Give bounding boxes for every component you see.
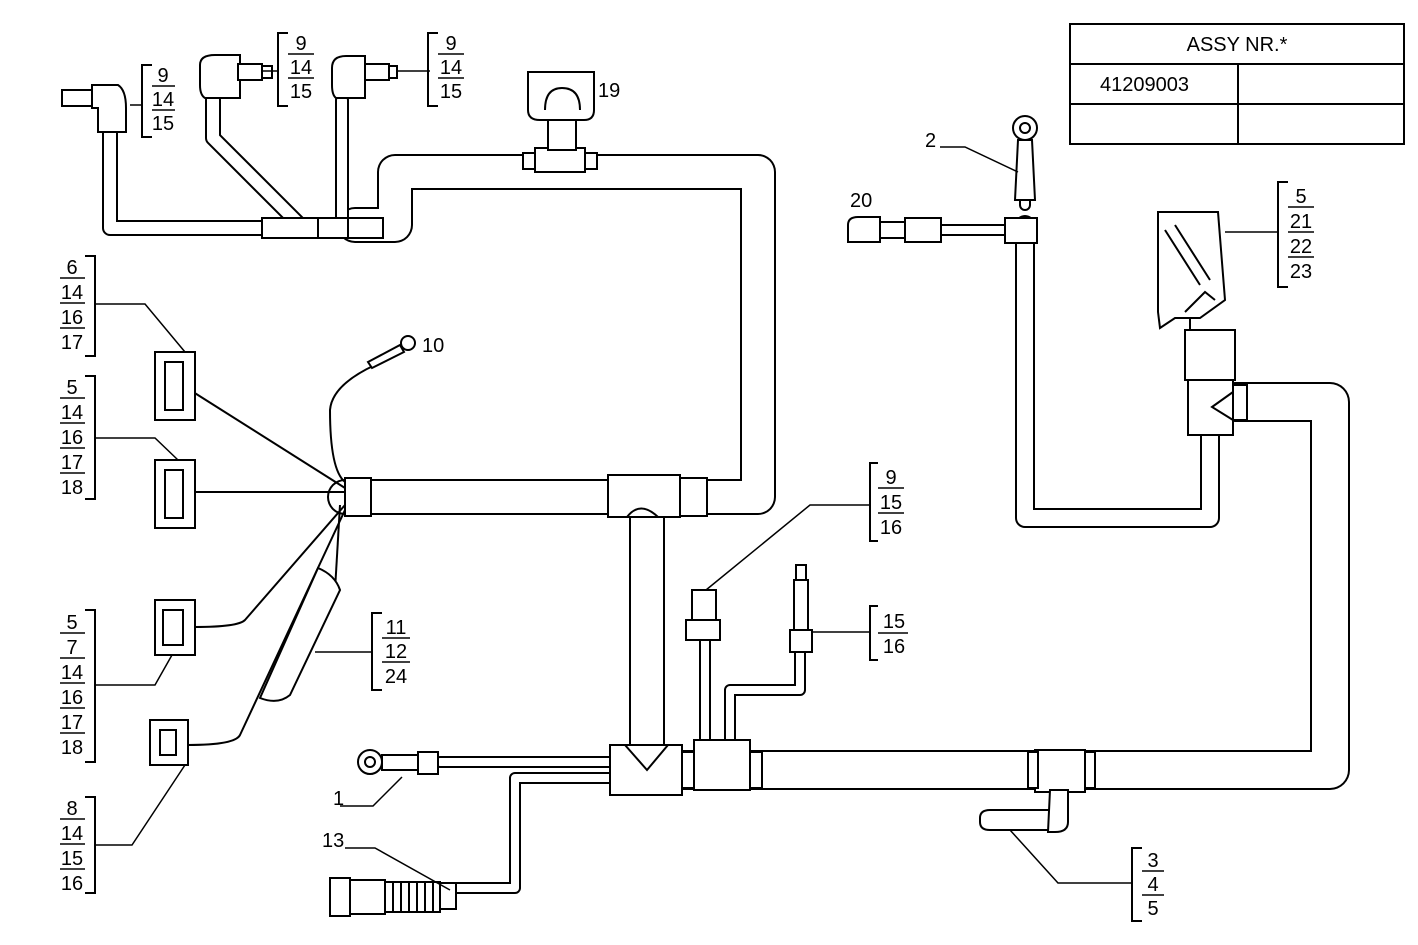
stack-num: 5 (66, 612, 77, 634)
stack-num: 17 (61, 332, 83, 354)
stack-num: 17 (61, 452, 83, 474)
stack-c1: 9 15 16 (878, 467, 904, 539)
stack-num: 14 (152, 89, 174, 111)
stack-num: 15 (290, 81, 312, 103)
callout-13: 13 (322, 830, 344, 852)
connector-l3 (154, 599, 196, 656)
stack-num: 4 (1147, 874, 1158, 896)
part-13-plug (329, 877, 457, 917)
stack-num: 9 (295, 33, 306, 55)
callout-1: 1 (333, 788, 344, 810)
stack-num: 3 (1147, 850, 1158, 872)
connector-r1 (1157, 211, 1227, 330)
stack-num: 8 (66, 798, 77, 820)
stack-mid: 11 12 24 (382, 617, 410, 688)
stack-l1: 6 14 16 17 (60, 257, 85, 354)
assy-number: 41209003 (1100, 74, 1189, 96)
stack-num: 14 (290, 57, 312, 79)
callout-10: 10 (422, 335, 444, 357)
stack-num: 14 (61, 402, 83, 424)
stack-num: 22 (1290, 236, 1312, 258)
stack-num: 14 (440, 57, 462, 79)
stack-num: 16 (61, 873, 83, 895)
stack-num: 15 (440, 81, 462, 103)
stack-num: 6 (66, 257, 77, 279)
stack-num: 5 (66, 377, 77, 399)
connector-tl2 (199, 54, 273, 99)
connector-br (979, 789, 1069, 833)
stack-num: 15 (880, 492, 902, 514)
stack-num: 9 (885, 467, 896, 489)
assy-table-header: ASSY NR.* (1187, 34, 1288, 56)
stack-num: 24 (385, 666, 407, 688)
stack-num: 16 (883, 636, 905, 658)
stack-br: 3 4 5 (1142, 850, 1164, 920)
part-2-ring (1012, 115, 1038, 201)
connector-c1 (685, 589, 721, 641)
stack-tl1: 9 14 15 (152, 65, 175, 135)
brackets (85, 32, 1288, 922)
stack-l3: 5 7 14 16 17 18 (60, 612, 85, 759)
stack-tl3: 9 14 15 (438, 33, 464, 103)
stack-num: 9 (157, 65, 168, 87)
stack-num: 21 (1290, 211, 1312, 233)
connector-c2 (789, 564, 813, 653)
stack-num: 18 (61, 737, 83, 759)
stack-l2: 5 14 16 17 18 (60, 377, 85, 499)
stack-num: 5 (1147, 898, 1158, 920)
stack-num: 12 (385, 641, 407, 663)
connector-tl3 (331, 55, 398, 99)
assy-table: ASSY NR.* 41209003 (1069, 23, 1405, 145)
harness-junctions (261, 147, 1248, 796)
stack-num: 16 (61, 427, 83, 449)
stack-r1: 5 21 22 23 (1288, 186, 1314, 283)
stack-num: 17 (61, 712, 83, 734)
stack-num: 14 (61, 662, 83, 684)
callout-19: 19 (598, 80, 620, 102)
stack-num: 7 (66, 637, 77, 659)
connector-l2 (154, 459, 196, 529)
part-20 (847, 216, 942, 243)
stack-num: 14 (61, 823, 83, 845)
stack-num: 23 (1290, 261, 1312, 283)
part-10-ring (366, 335, 416, 370)
connector-l4 (149, 719, 189, 766)
stack-num: 5 (1295, 186, 1306, 208)
part-1-ring (357, 749, 439, 775)
stack-c2: 15 16 (878, 611, 908, 658)
stack-num: 15 (883, 611, 905, 633)
stack-tl2: 9 14 15 (288, 33, 314, 103)
leader-lines (95, 70, 1278, 891)
stack-num: 16 (61, 307, 83, 329)
stack-num: 11 (386, 617, 407, 639)
connector-tl1 (61, 84, 127, 133)
stack-num: 14 (61, 282, 83, 304)
callout-2: 2 (925, 130, 936, 152)
stack-l4: 8 14 15 16 (60, 798, 85, 895)
stack-num: 18 (61, 477, 83, 499)
stack-num: 16 (61, 687, 83, 709)
stack-num: 9 (445, 33, 456, 55)
stack-num: 16 (880, 517, 902, 539)
stack-num: 15 (152, 113, 174, 135)
connector-l1 (154, 351, 196, 421)
connector-parts (61, 54, 1227, 917)
sleeve-11-12-24 (258, 566, 342, 702)
stack-num: 15 (61, 848, 83, 870)
callout-20: 20 (850, 190, 872, 212)
part-19 (527, 71, 595, 151)
